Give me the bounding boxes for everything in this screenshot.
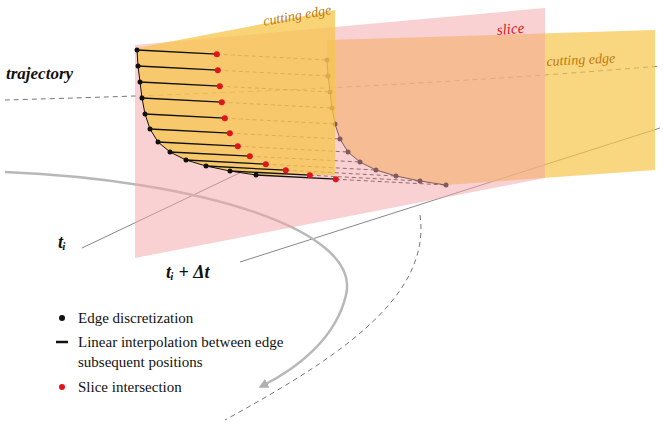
edge-point (168, 150, 173, 155)
slice-point (222, 115, 228, 121)
slice-point (219, 99, 225, 105)
slice-point (217, 83, 223, 89)
slice-point (333, 176, 339, 182)
slice-point (214, 51, 220, 57)
slice-point (227, 130, 233, 136)
interpolation-line (140, 82, 220, 86)
edge-point (148, 127, 153, 132)
legend-text: Edge discretization (78, 308, 313, 328)
interpolation-line (137, 50, 217, 54)
interpolation-line (256, 175, 336, 179)
edge-point (136, 64, 141, 69)
edge-point (184, 158, 189, 163)
slice-point (307, 172, 313, 178)
edge-point (140, 96, 145, 101)
legend-text: Linear interpolation between edge subseq… (78, 332, 313, 372)
edge-point (204, 164, 209, 169)
legend-text: Slice intersection (78, 377, 313, 397)
interpolation-line (142, 98, 222, 102)
time-label: tᵢ (58, 232, 66, 253)
legend-line-sample (56, 341, 68, 344)
slice-point (283, 167, 289, 173)
cutting-edge-plane (137, 10, 335, 175)
interpolation-line (150, 129, 230, 133)
edge-point (228, 169, 233, 174)
slice-point (263, 161, 269, 167)
edge-point (254, 173, 259, 178)
slice-point (235, 143, 241, 149)
interpolation-line (186, 160, 266, 164)
slice-point (215, 67, 221, 73)
time-label: tᵢ + Δt (166, 262, 210, 283)
cutting-edge (137, 50, 256, 175)
slice-plane (135, 8, 545, 258)
edge-point (143, 112, 148, 117)
plane-label: slice (496, 20, 525, 39)
interpolation-line (138, 66, 218, 70)
interpolation-line (206, 166, 286, 170)
slice-point (247, 153, 253, 159)
legend-dot-sample (59, 315, 65, 321)
edge-point (138, 80, 143, 85)
interpolation-line (230, 171, 310, 175)
legend-dot-sample (59, 384, 65, 390)
interpolation-line (145, 114, 225, 118)
edge-point (156, 140, 161, 145)
trajectory-label: trajectory (6, 64, 73, 84)
interpolation-line (158, 142, 238, 146)
interpolation-line (170, 152, 250, 156)
edge-point (135, 48, 140, 53)
